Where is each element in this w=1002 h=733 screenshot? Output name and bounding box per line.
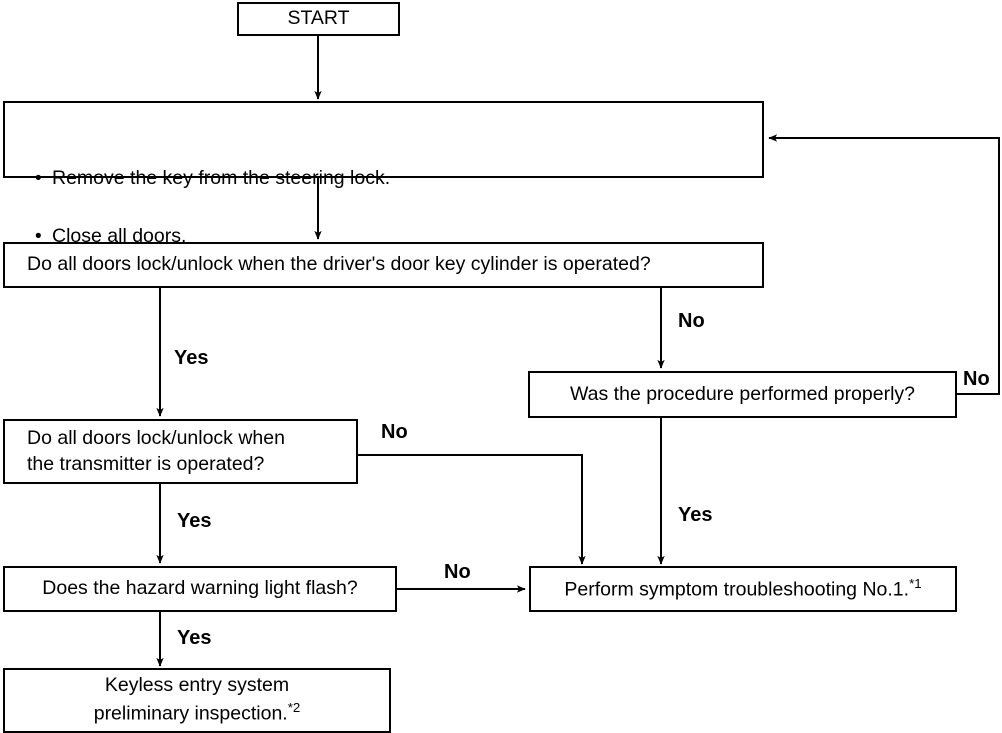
node-key-cylinder-label: Do all doors lock/unlock when the driver…: [27, 253, 651, 276]
node-start[interactable]: START: [237, 2, 400, 36]
node-symptom-text: Perform symptom troubleshooting No.1.: [564, 578, 910, 601]
edge-label-hazard-yes: Yes: [177, 627, 212, 649]
edge-label-hazard-no: No: [444, 561, 471, 583]
edge-procedure-no-loop-to-prep: [768, 134, 1000, 395]
edge-label-key-cylinder-no: No: [678, 310, 705, 332]
edge-transmitter-no-to-symptom: [358, 454, 586, 565]
node-procedure-label: Was the procedure performed properly?: [569, 382, 916, 405]
node-keyless-line2: preliminary inspection.: [93, 702, 288, 725]
edge-label-transmitter-no: No: [381, 421, 408, 443]
node-key-cylinder-question[interactable]: Do all doors lock/unlock when the driver…: [3, 242, 764, 288]
node-transmitter-line1: Do all doors lock/unlock when: [27, 426, 285, 449]
node-preparation[interactable]: Remove the key from the steering lock. C…: [3, 101, 764, 247]
node-keyless-label: Keyless entry system preliminary inspecti…: [94, 673, 301, 727]
node-transmitter-line2: the transmitter is operated?: [27, 452, 265, 475]
node-keyless-preliminary-inspection[interactable]: Keyless entry system preliminary inspecti…: [3, 668, 391, 733]
node-keyless-line1: Keyless entry system: [104, 674, 290, 697]
node-start-label: START: [287, 7, 350, 30]
edge-label-key-cylinder-yes: Yes: [174, 347, 209, 369]
edge-label-procedure-yes: Yes: [678, 504, 713, 526]
node-hazard-label: Does the hazard warning light flash?: [42, 577, 358, 600]
preparation-bullet-2: Close all doors.: [33, 224, 762, 250]
edge-label-procedure-no: No: [963, 368, 990, 390]
node-hazard-question[interactable]: Does the hazard warning light flash?: [3, 566, 397, 612]
node-transmitter-question[interactable]: Do all doors lock/unlock when the transmi…: [3, 419, 358, 484]
node-symptom-troubleshooting[interactable]: Perform symptom troubleshooting No.1.*1: [529, 566, 957, 612]
node-symptom-footnote: *1: [909, 575, 922, 591]
edge-label-transmitter-yes: Yes: [177, 510, 212, 532]
node-keyless-footnote: *2: [287, 700, 301, 716]
node-transmitter-label: Do all doors lock/unlock when the transmi…: [27, 426, 285, 478]
preparation-bullet-list: Remove the key from the steering lock. C…: [5, 129, 762, 287]
preparation-bullet-1: Remove the key from the steering lock.: [33, 166, 762, 192]
node-procedure-question[interactable]: Was the procedure performed properly?: [528, 371, 957, 418]
node-symptom-label: Perform symptom troubleshooting No.1.*1: [564, 575, 921, 603]
